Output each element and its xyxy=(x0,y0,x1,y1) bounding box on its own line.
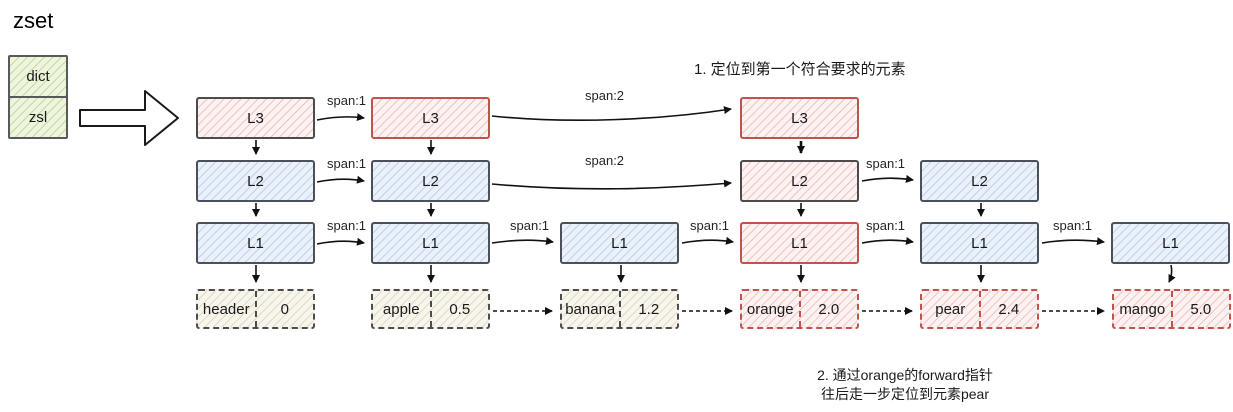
skiplist-node-l1-orange: L1 xyxy=(740,222,859,264)
skiplist-node-l1-apple: L1 xyxy=(371,222,490,264)
skiplist-node-l3-header: L3 xyxy=(196,97,315,139)
skiplist-node-l2-orange: L2 xyxy=(740,160,859,202)
skiplist-node-l3-orange: L3 xyxy=(740,97,859,139)
element-node-apple: apple 0.5 xyxy=(371,289,490,329)
skiplist-node-l1-header: L1 xyxy=(196,222,315,264)
arrow-l1-banana-orange xyxy=(681,236,734,245)
skiplist-node-l1-mango: L1 xyxy=(1111,222,1230,264)
annotation-step2-line1: 2. 通过orange的forward指针 xyxy=(817,367,993,383)
span-label-l1-4: span:1 xyxy=(1053,218,1093,233)
skiplist-node-l2-header: L2 xyxy=(196,160,315,202)
element-node-header: header 0 xyxy=(196,289,315,329)
arrow-l1-orange-pear xyxy=(861,236,914,245)
arrow-l3-header-apple xyxy=(316,113,365,122)
element-score: 5.0 xyxy=(1190,300,1212,318)
arrow-l3-apple-orange-span2 xyxy=(491,106,732,122)
zset-structure-box: dict zsl xyxy=(8,55,68,139)
element-name: orange xyxy=(742,291,801,327)
element-node-orange: orange 2.0 xyxy=(740,289,859,329)
annotation-step2: 2. 通过orange的forward指针 往后走一步定位到元素pear xyxy=(755,366,1055,404)
element-score: 0.5 xyxy=(449,300,471,318)
annotation-step1: 1. 定位到第一个符合要求的元素 xyxy=(694,61,906,78)
element-score: 2.4 xyxy=(998,300,1020,318)
skiplist-node-l1-pear: L1 xyxy=(920,222,1039,264)
element-node-mango: mango 5.0 xyxy=(1112,289,1231,329)
skiplist-node-l2-pear: L2 xyxy=(920,160,1039,202)
arrow-mango-l1-data xyxy=(1168,264,1176,283)
element-score: 0 xyxy=(280,300,289,318)
arrow-l1-pear-mango xyxy=(1041,237,1105,246)
element-node-pear: pear 2.4 xyxy=(920,289,1039,329)
arrow-l1-header-apple xyxy=(316,237,365,246)
span-label-l3-1: span:2 xyxy=(585,88,625,103)
element-name: apple xyxy=(373,291,432,327)
span-label-l2-2: span:1 xyxy=(866,156,906,171)
annotation-step2-line2: 往后走一步定位到元素pear xyxy=(820,386,990,402)
span-label-l2-1: span:2 xyxy=(585,153,625,168)
element-score: 2.0 xyxy=(818,300,840,318)
dict-cell: dict xyxy=(10,57,66,98)
diagram-title: zset xyxy=(13,8,54,33)
span-label-l2-0: span:1 xyxy=(327,156,367,171)
arrow-l2-header-apple xyxy=(316,175,365,184)
element-name: header xyxy=(198,291,257,327)
arrow-l1-apple-banana xyxy=(491,237,554,245)
element-name: pear xyxy=(922,291,981,327)
arrow-l2-apple-orange-span2 xyxy=(491,179,732,190)
span-label-l3-0: span:1 xyxy=(327,93,367,108)
skiplist-node-l2-apple: L2 xyxy=(371,160,490,202)
element-node-banana: banana 1.2 xyxy=(560,289,679,329)
span-label-l1-0: span:1 xyxy=(327,218,367,233)
zsl-cell: zsl xyxy=(28,109,48,126)
element-name: banana xyxy=(562,291,621,327)
span-label-l1-2: span:1 xyxy=(690,218,730,233)
element-name: mango xyxy=(1114,291,1173,327)
span-label-l1-1: span:1 xyxy=(510,218,550,233)
skiplist-node-l3-apple: L3 xyxy=(371,97,490,139)
big-right-arrow-icon xyxy=(79,90,179,146)
skiplist-node-l1-banana: L1 xyxy=(560,222,679,264)
element-score: 1.2 xyxy=(638,300,660,318)
arrow-l2-orange-pear xyxy=(861,174,914,183)
span-label-l1-3: span:1 xyxy=(866,218,906,233)
